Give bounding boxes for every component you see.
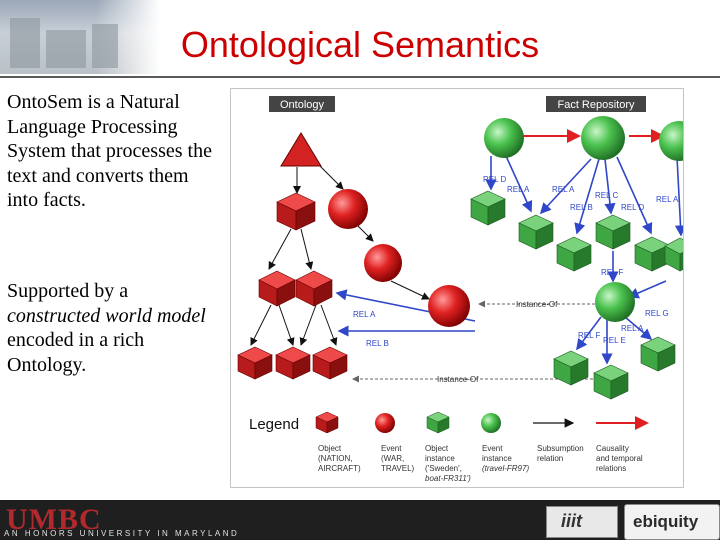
umbc-tagline: AN HONORS UNIVERSITY IN MARYLAND [4, 529, 240, 538]
support-text-a: Supported by a [7, 280, 129, 302]
legend-label: Causality [596, 444, 629, 453]
ontology-cube [275, 346, 311, 380]
ontology-header-box [269, 96, 335, 112]
fact-cube [634, 236, 670, 272]
fact-cube [470, 190, 506, 226]
support-text-emphasis: constructed world model [7, 304, 206, 327]
legend-label: TRAVEL) [381, 464, 415, 473]
ebiquity-logo: ebiquity [624, 504, 720, 540]
fact-cube [595, 214, 631, 250]
fact-cube [553, 350, 589, 386]
relation-labels: REL D REL A REL A REL C REL A REL B REL … [353, 175, 679, 348]
title-divider [0, 76, 720, 78]
umbc-logo: UMBC [6, 503, 102, 536]
ontology-cube [237, 346, 273, 380]
fact-event-sphere [581, 116, 625, 160]
ontology-header: Ontology [280, 99, 325, 111]
fact-cube [556, 236, 592, 272]
support-text-b: encoded in a rich Ontology. [7, 329, 145, 376]
diagram-canvas: Ontology Fact Repository [237, 96, 699, 483]
rel-label: REL A [621, 324, 644, 333]
legend-label: Subsumption [537, 444, 584, 453]
legend-label: relations [596, 464, 626, 473]
legend-label: and temporal [596, 454, 643, 463]
legend-label: (travel-FR97) [482, 464, 529, 473]
legend-label: boat-FR311') [425, 474, 471, 483]
rel-label: REL A [507, 185, 530, 194]
ontology-root-pyramid [280, 132, 322, 167]
legend-label: ('Sweden', [425, 464, 462, 473]
ebiquity-logo-text: ebiquity [633, 512, 699, 531]
rel-label: REL C [595, 191, 618, 200]
subsumption-edges [250, 156, 430, 346]
rel-label: REL D [483, 175, 506, 184]
fact-repository-header-box [546, 96, 646, 112]
fact-cube [593, 364, 629, 400]
rel-label: REL E [603, 336, 626, 345]
ontology-event-sphere [328, 189, 368, 229]
fact-cube [664, 237, 696, 272]
rel-label: REL A [353, 310, 376, 319]
legend-title: Legend [249, 416, 299, 433]
rel-label: REL F [601, 268, 623, 277]
header-labels: Ontology Fact Repository [269, 96, 646, 112]
legend-event-icon [375, 413, 395, 433]
rel-label: REL F [578, 331, 600, 340]
legend-label: instance [482, 454, 512, 463]
fact-cube [518, 214, 554, 250]
legend-label: (WAR, [381, 454, 404, 463]
legend: Legend Object (NATION, [249, 411, 649, 483]
legend-label: Object [318, 444, 342, 453]
rel-label: REL G [645, 309, 669, 318]
iiit-logo-text: iiit [561, 511, 582, 531]
rel-label: REL B [366, 339, 389, 348]
rel-label: REL A [656, 195, 679, 204]
ontology-cube [258, 270, 296, 307]
legend-label: Event [381, 444, 402, 453]
ontology-cube [312, 346, 348, 380]
legend-object-icon [315, 411, 339, 434]
description-paragraph: OntoSem is a Natural Language Processing… [7, 91, 212, 211]
ontology-event-sphere [364, 244, 402, 282]
legend-label: relation [537, 454, 563, 463]
slide-title: Ontological Semantics [180, 24, 540, 65]
ontology-event-sphere [428, 285, 470, 327]
relation-edges [335, 155, 687, 365]
ontology-diagram: Ontology Fact Repository [230, 88, 699, 488]
rel-label: REL B [570, 203, 593, 212]
legend-label: instance [425, 454, 455, 463]
fact-nodes [470, 116, 699, 400]
fact-cube [640, 336, 676, 372]
rel-label: REL A [552, 185, 575, 194]
ontology-cube [276, 192, 316, 231]
fact-event-sphere [484, 118, 524, 158]
iiit-logo: iiit [546, 506, 618, 538]
ontology-nodes [237, 132, 470, 380]
rel-label: REL D [621, 203, 644, 212]
instance-of-label: Instance-Of [516, 300, 558, 309]
legend-event-instance-icon [481, 413, 501, 433]
legend-label: Event [482, 444, 503, 453]
support-paragraph: Supported by a constructed world model e… [7, 279, 217, 377]
legend-label: AIRCRAFT) [318, 464, 361, 473]
fact-event-sphere [595, 282, 635, 322]
legend-label: Object [425, 444, 449, 453]
campus-photo [0, 0, 160, 74]
ontology-cube [295, 270, 333, 307]
legend-object-instance-icon [426, 411, 450, 434]
legend-label: (NATION, [318, 454, 353, 463]
instance-of-label: Instance-Of [437, 375, 479, 384]
instance-of-edges [352, 300, 595, 383]
fact-event-sphere [659, 121, 699, 161]
fact-repository-header: Fact Repository [557, 99, 635, 111]
